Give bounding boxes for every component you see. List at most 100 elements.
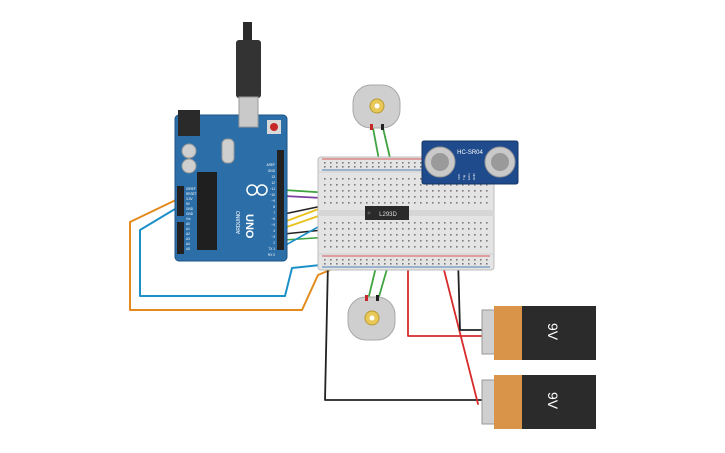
breadboard-hole: [348, 259, 350, 261]
breadboard-hole: [378, 222, 380, 224]
breadboard-hole: [414, 178, 416, 180]
breadboard-hole: [414, 246, 416, 248]
dc-motor-top[interactable]: [352, 84, 401, 130]
wire-red-lower[interactable]: [441, 261, 479, 405]
breadboard-hole: [432, 222, 434, 224]
breadboard-hole: [384, 178, 386, 180]
breadboard-hole: [408, 166, 410, 168]
breadboard[interactable]: L293D: [317, 156, 495, 271]
breadboard-hole: [354, 202, 356, 204]
breadboard-hole: [438, 234, 440, 236]
breadboard-hole: [480, 222, 482, 224]
breadboard-hole: [330, 234, 332, 236]
arduino-pin-label: ~10: [270, 193, 276, 197]
breadboard-hole: [360, 178, 362, 180]
breadboard-hole: [474, 184, 476, 186]
breadboard-hole: [330, 202, 332, 204]
breadboard-hole: [474, 246, 476, 248]
arduino-pin-label: RESET: [186, 192, 197, 196]
wire-orange[interactable]: [129, 197, 331, 311]
dc-motor-bottom[interactable]: [347, 295, 396, 341]
breadboard-hole: [330, 246, 332, 248]
digital-header: [277, 150, 284, 250]
breadboard-hole: [372, 263, 374, 265]
breadboard-hole: [360, 228, 362, 230]
breadboard-hole: [390, 240, 392, 242]
breadboard-hole: [402, 202, 404, 204]
breadboard-hole: [342, 240, 344, 242]
breadboard-hole: [330, 196, 332, 198]
arduino-uno-board[interactable]: UNO ARDUINO IOREFRESET3.3V5VGNDGNDVinA0A…: [174, 22, 288, 262]
breadboard-hole: [486, 196, 488, 198]
breadboard-hole: [480, 259, 482, 261]
breadboard-hole: [432, 202, 434, 204]
breadboard-hole: [402, 178, 404, 180]
wire-black-lower[interactable]: [324, 261, 486, 401]
breadboard-hole: [432, 190, 434, 192]
breadboard-hole: [390, 202, 392, 204]
battery-9v-bottom[interactable]: 9V: [481, 375, 596, 429]
breadboard-hole: [468, 234, 470, 236]
breadboard-hole: [420, 184, 422, 186]
breadboard-hole: [342, 234, 344, 236]
battery-9v-top[interactable]: 9V: [481, 306, 596, 360]
breadboard-hole: [396, 234, 398, 236]
arduino-pin-label: 3.3V: [186, 197, 193, 201]
breadboard-hole: [474, 196, 476, 198]
breadboard-hole: [354, 166, 356, 168]
reset-button[interactable]: [267, 120, 281, 134]
breadboard-hole: [426, 184, 428, 186]
breadboard-hole: [396, 166, 398, 168]
breadboard-hole: [372, 190, 374, 192]
breadboard-hole: [336, 259, 338, 261]
breadboard-hole: [348, 196, 350, 198]
breadboard-hole: [390, 246, 392, 248]
arduino-pin-label: ~3: [271, 235, 275, 239]
breadboard-hole: [360, 222, 362, 224]
breadboard-hole: [378, 234, 380, 236]
breadboard-hole: [408, 228, 410, 230]
breadboard-hole: [462, 259, 464, 261]
breadboard-hole: [456, 246, 458, 248]
breadboard-hole: [450, 196, 452, 198]
sensor-pin-label: Trig: [462, 175, 466, 180]
breadboard-hole: [390, 178, 392, 180]
breadboard-hole: [336, 190, 338, 192]
breadboard-hole: [390, 196, 392, 198]
breadboard-hole: [408, 184, 410, 186]
wire-black-upper[interactable]: [457, 257, 487, 331]
breadboard-hole: [354, 184, 356, 186]
breadboard-hole: [474, 240, 476, 242]
breadboard-hole: [366, 184, 368, 186]
breadboard-hole: [432, 184, 434, 186]
breadboard-hole: [408, 196, 410, 198]
breadboard-hole: [438, 259, 440, 261]
breadboard-hole: [468, 246, 470, 248]
breadboard-hole: [378, 259, 380, 261]
l293d-chip[interactable]: L293D: [365, 206, 409, 220]
breadboard-hole: [390, 228, 392, 230]
breadboard-hole: [390, 259, 392, 261]
breadboard-hole: [450, 202, 452, 204]
power-header: [177, 186, 184, 216]
breadboard-hole: [360, 263, 362, 265]
breadboard-hole: [450, 222, 452, 224]
breadboard-hole: [354, 228, 356, 230]
breadboard-hole: [420, 202, 422, 204]
breadboard-hole: [486, 263, 488, 265]
breadboard-hole: [330, 222, 332, 224]
breadboard-hole: [342, 228, 344, 230]
sensor-pin-label: Echo: [467, 173, 471, 180]
wire-blue-loop[interactable]: [139, 205, 331, 297]
capacitor-2: [181, 158, 197, 174]
breadboard-hole: [348, 202, 350, 204]
breadboard-hole: [324, 178, 326, 180]
breadboard-hole: [342, 222, 344, 224]
wire-red-upper[interactable]: [407, 244, 486, 337]
breadboard-hole: [354, 162, 356, 164]
breadboard-hole: [336, 184, 338, 186]
breadboard-hole: [402, 263, 404, 265]
